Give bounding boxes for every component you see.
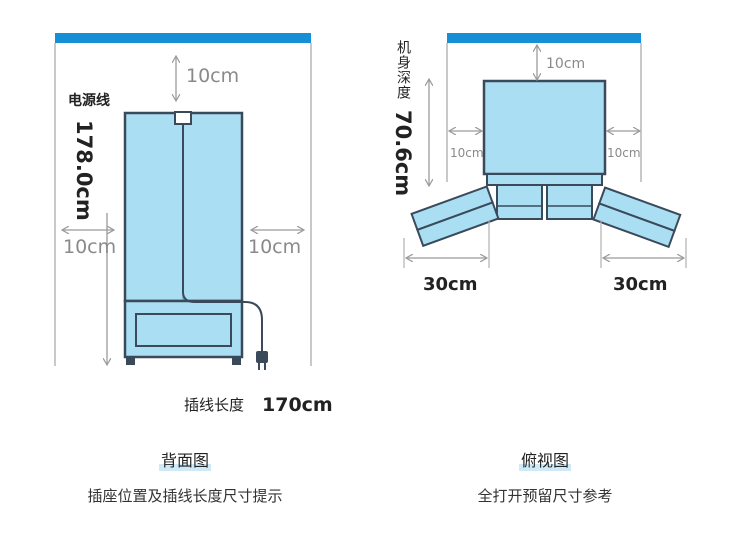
cable-length-label: 插线长度 <box>184 396 245 414</box>
power-cable <box>182 124 263 352</box>
top-view-diagram <box>403 33 687 268</box>
back-top-clearance-label: 10cm <box>186 65 240 87</box>
top-right-clearance-label: 10cm <box>607 146 641 160</box>
cable-length-value: 170cm <box>262 394 333 416</box>
top-wall-top <box>447 33 641 43</box>
top-left-clearance-label: 10cm <box>450 146 484 160</box>
depth-label: 机身深度 <box>395 40 411 100</box>
left-door-swing-label: 30cm <box>423 274 478 295</box>
back-view-subtitle: 插座位置及插线长度尺寸提示 <box>87 487 283 505</box>
plug-icon <box>256 351 268 370</box>
top-view-caption: 俯视图 全打开预留尺寸参考 <box>420 447 670 506</box>
back-view-diagram <box>54 33 312 370</box>
height-label: 178.0cm <box>72 120 96 221</box>
right-door-swing-label: 30cm <box>613 274 668 295</box>
back-left-clearance-label: 10cm <box>63 236 117 258</box>
fridge-top <box>410 79 682 249</box>
cable-label: 电源线 <box>68 93 110 109</box>
top-view-title: 俯视图 <box>518 447 571 471</box>
back-view-title: 背面图 <box>158 447 211 471</box>
back-right-clearance-label: 10cm <box>248 236 302 258</box>
back-wall-top <box>55 33 311 43</box>
top-top-clearance-label: 10cm <box>546 56 586 72</box>
power-socket <box>174 111 192 125</box>
depth-value: 70.6cm <box>391 110 415 197</box>
top-view-subtitle: 全打开预留尺寸参考 <box>477 487 613 505</box>
back-view-caption: 背面图 插座位置及插线长度尺寸提示 <box>40 447 330 506</box>
